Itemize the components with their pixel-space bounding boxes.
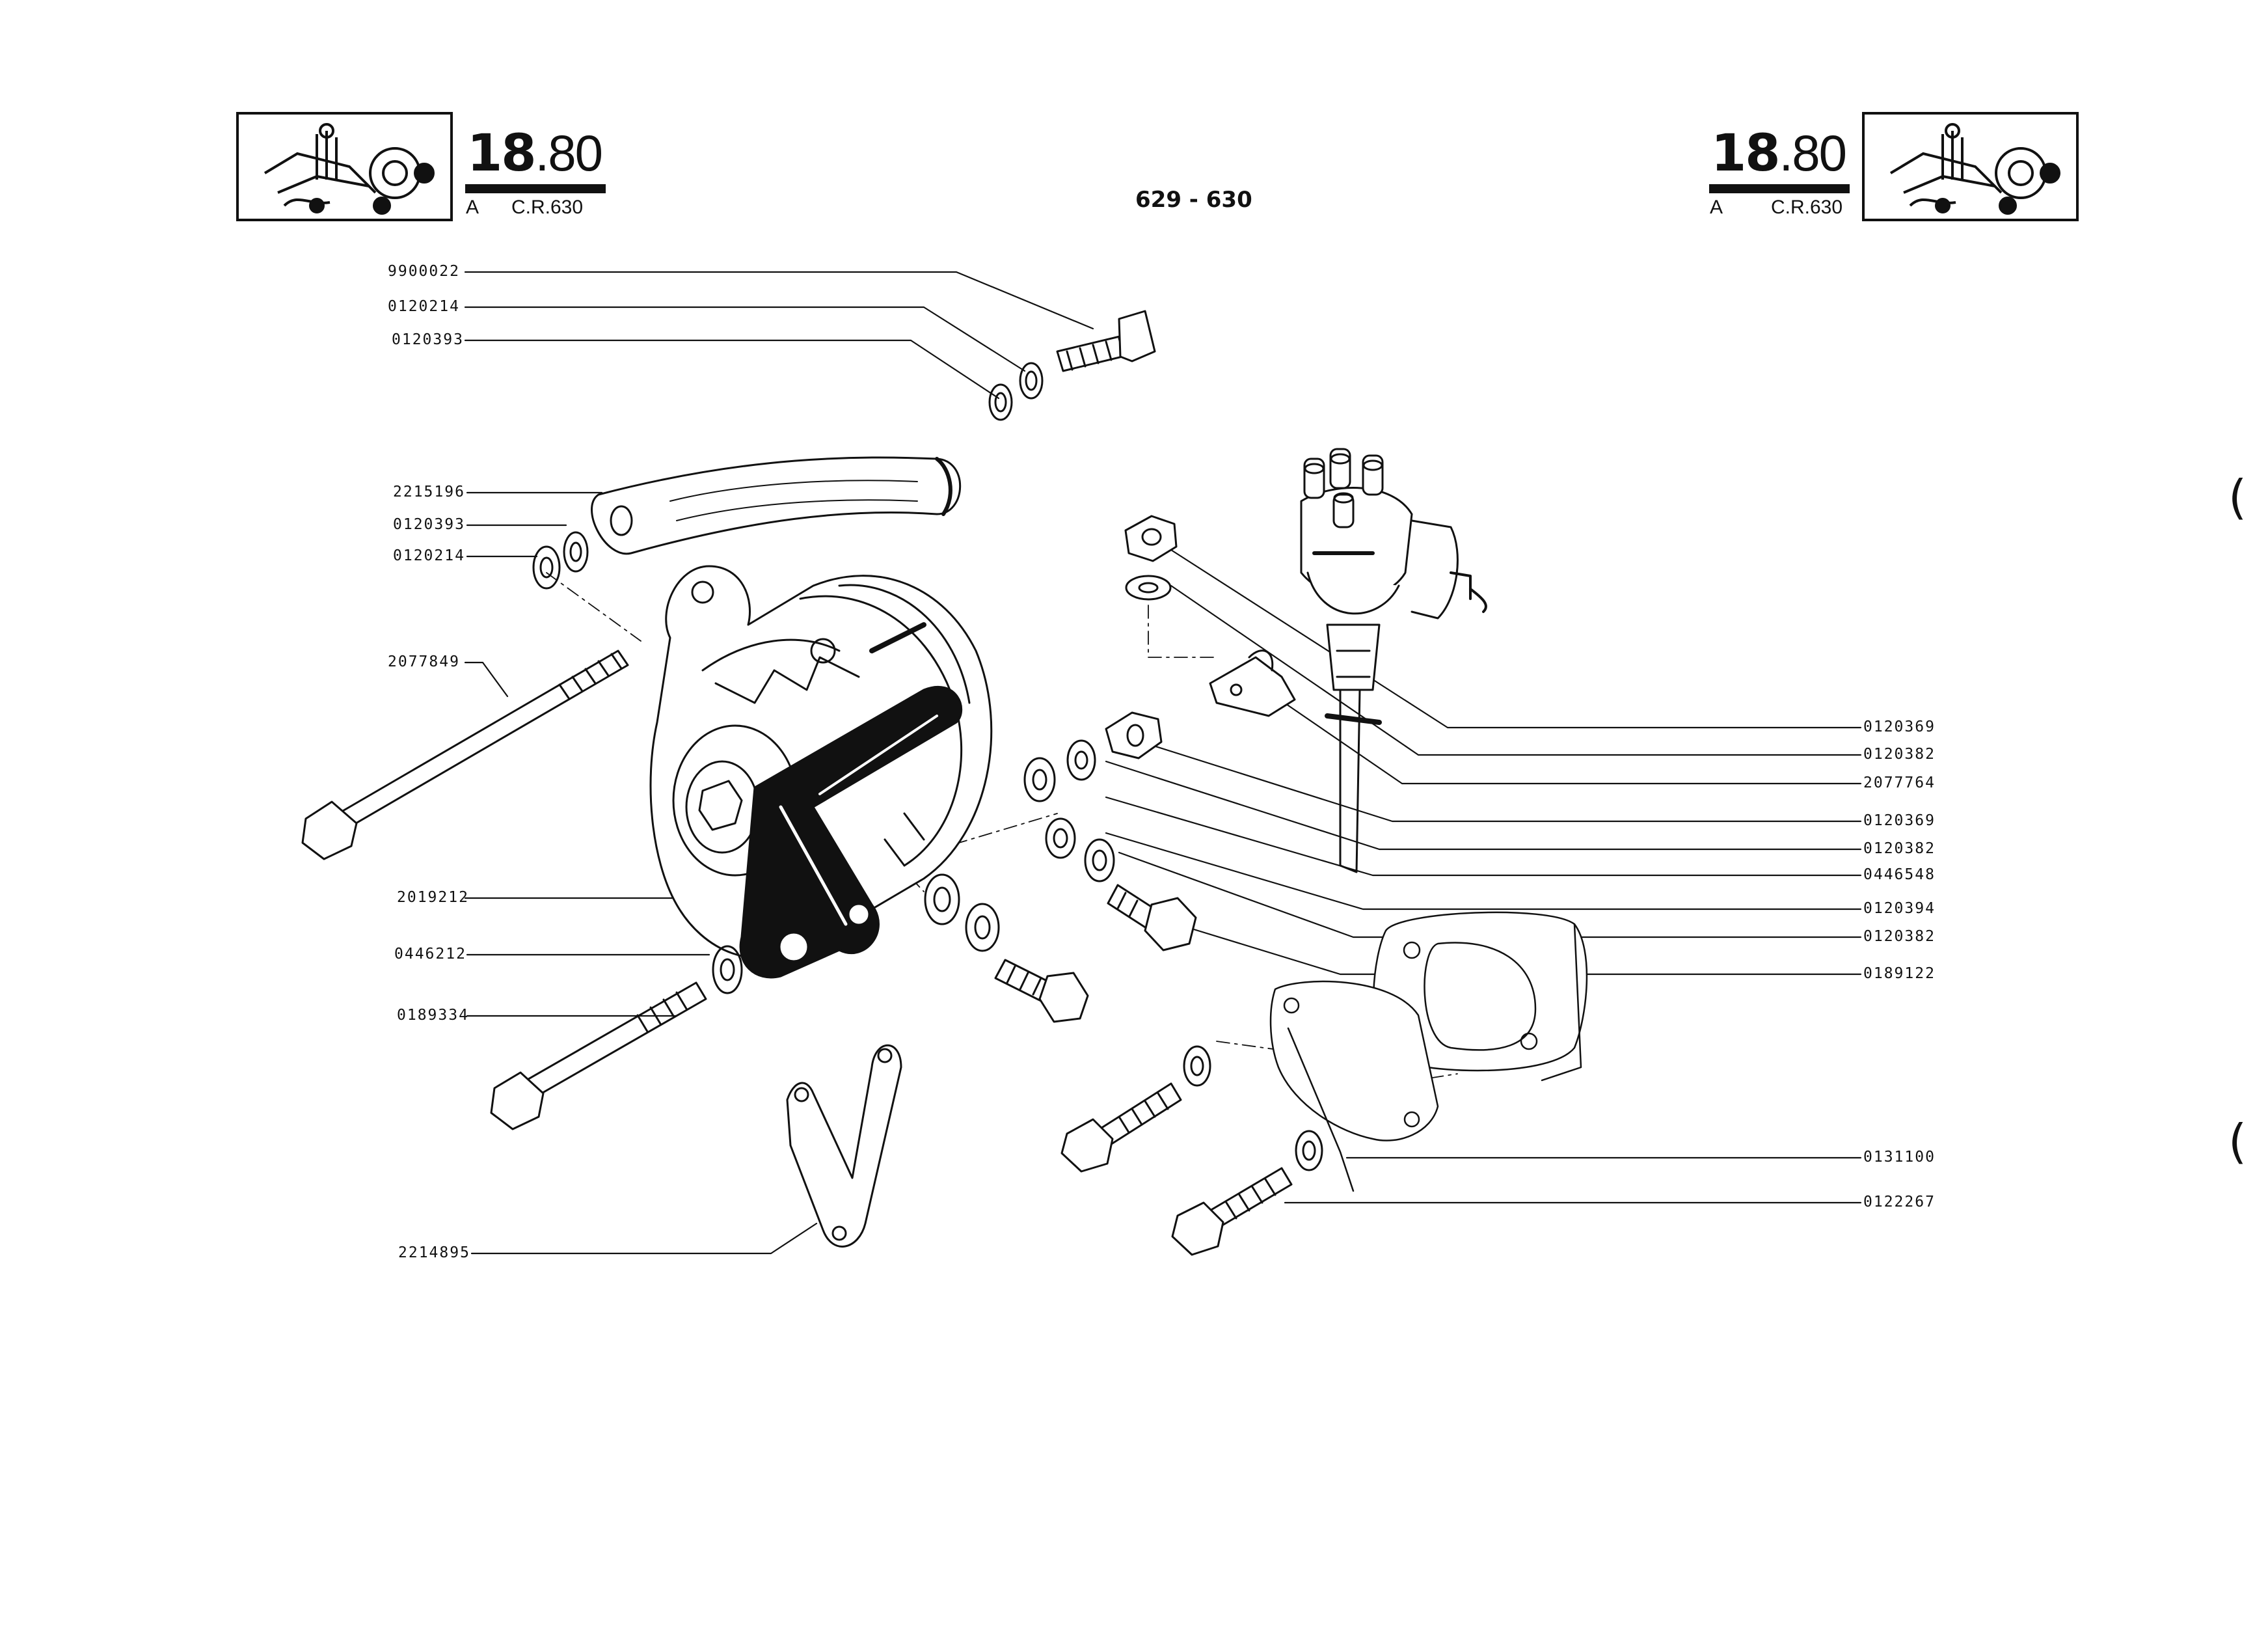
washer-0120382-b	[1066, 739, 1096, 781]
part-number: 0122267	[1863, 1194, 1936, 1210]
part-number: 0120214	[393, 547, 465, 564]
section-code-major: 18	[1711, 124, 1781, 183]
part-number: 2019212	[397, 889, 469, 906]
section-code-minor: .80	[535, 124, 603, 182]
distributor	[1300, 448, 1487, 873]
thumbnail-right	[1862, 112, 2079, 221]
header-bar-right	[1709, 184, 1850, 193]
washer-bottom-mid	[1183, 1045, 1211, 1087]
binding-mark: (	[2228, 1114, 2247, 1169]
section-code-minor: .80	[1779, 124, 1847, 182]
bolt-2077849	[301, 649, 629, 860]
part-number: 2215196	[393, 484, 465, 500]
part-number: 2214895	[398, 1244, 470, 1261]
washer-0120382-top	[1125, 575, 1172, 601]
part-number: 0120369	[1863, 812, 1936, 829]
clamp-2077764	[1209, 649, 1296, 717]
washer-0131100	[1295, 1130, 1323, 1171]
part-number: 0120394	[1863, 900, 1936, 917]
binding-mark: (	[2228, 470, 2247, 525]
washer-0446548	[1045, 817, 1076, 859]
part-number: 0189334	[397, 1007, 469, 1024]
leader-lines-left	[464, 271, 1094, 1255]
page-title: 629 - 630	[1135, 187, 1252, 213]
part-number: 0189122	[1863, 965, 1936, 982]
part-number: 0120393	[392, 331, 464, 348]
washer-0446212	[712, 945, 743, 994]
part-number: 0120382	[1863, 746, 1936, 763]
section-code-right: 18.80	[1711, 128, 1847, 179]
bolt-0189334	[490, 981, 707, 1130]
alternator-thumbnail-icon	[263, 123, 435, 215]
washer-mid-a	[924, 873, 960, 925]
part-number: 0120214	[388, 298, 460, 315]
nut-0120369	[1124, 515, 1178, 562]
thumbnail-left	[236, 112, 453, 221]
bolt-9900022	[1056, 310, 1156, 372]
washer-0120394	[1084, 838, 1115, 882]
part-number: 0131100	[1863, 1149, 1936, 1166]
section-code-major: 18	[467, 124, 537, 183]
washer-0120214	[1019, 362, 1044, 400]
washer-0120382-a	[1023, 757, 1056, 802]
leader-lines-right	[1105, 549, 1862, 1204]
ref-right: C.R.630	[1771, 197, 1843, 218]
part-number: 0120369	[1863, 718, 1936, 735]
part-number: 2077764	[1863, 774, 1936, 791]
bracket-2019212	[739, 685, 963, 979]
washer-0120393-b	[563, 531, 589, 573]
part-number: 0446212	[394, 946, 466, 963]
part-number: 2077849	[388, 653, 460, 670]
part-number: 0120382	[1863, 840, 1936, 857]
variant-left: A	[466, 197, 479, 218]
bolt-mid	[994, 959, 1089, 1023]
nut-0120369-b	[1105, 711, 1163, 759]
part-number: 0120382	[1863, 928, 1936, 945]
washer-0120393	[988, 383, 1013, 421]
bolt-0189122	[1107, 884, 1197, 951]
part-number: 9900022	[388, 263, 460, 280]
part-number: 0120393	[393, 516, 465, 533]
ref-left: C.R.630	[511, 197, 584, 218]
strap-2215196	[591, 456, 962, 555]
flange-front	[1269, 980, 1439, 1192]
washer-0120214-b	[532, 545, 561, 590]
variant-right: A	[1710, 197, 1723, 218]
bracket-2214895	[786, 1044, 902, 1248]
washer-mid-b	[965, 903, 1000, 952]
section-code-left: 18.80	[467, 128, 603, 179]
part-number: 0446548	[1863, 866, 1936, 883]
alternator-thumbnail-icon	[1889, 123, 2060, 215]
bolt-bottom-mid	[1060, 1082, 1182, 1173]
bolt-0122267	[1171, 1167, 1293, 1256]
header-bar-left	[465, 184, 606, 193]
